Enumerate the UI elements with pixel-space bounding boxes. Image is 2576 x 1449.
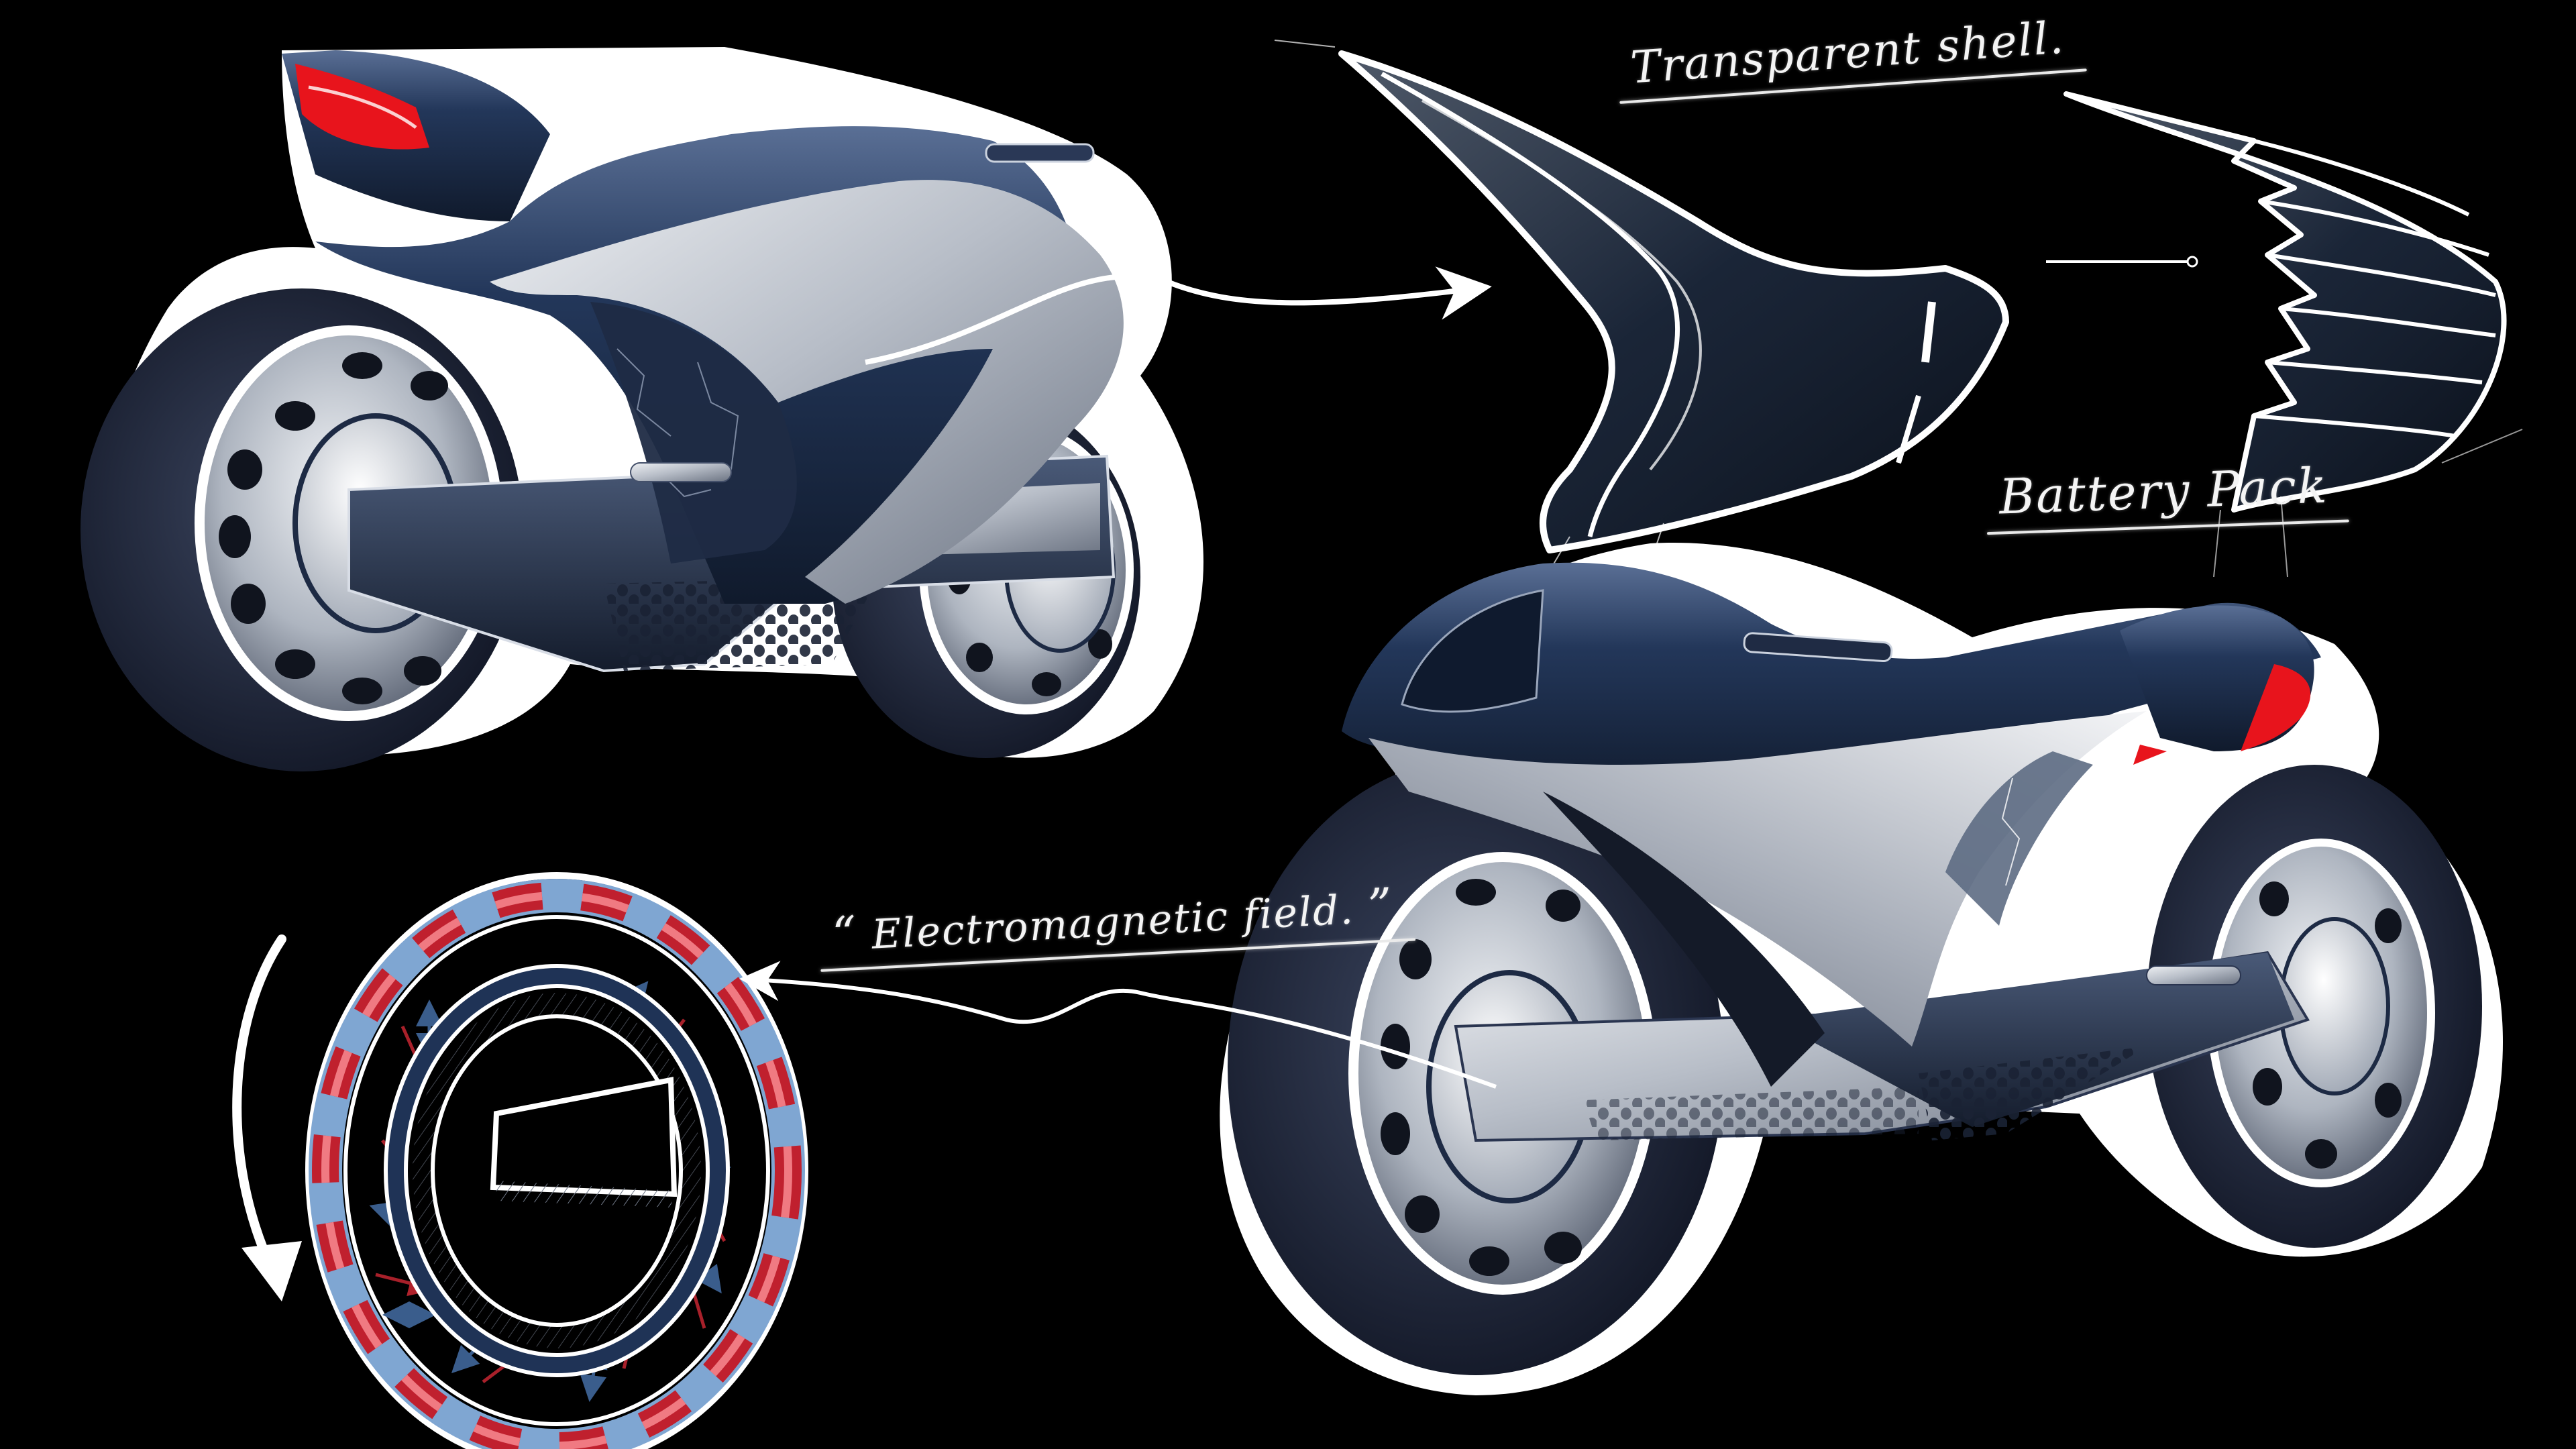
- bike-rear-three-quarter: [80, 47, 1204, 771]
- motor-callout-arrow: [739, 961, 1497, 1089]
- open-quote: “: [830, 905, 859, 962]
- battery-pack-sketch: [2063, 91, 2523, 578]
- annotation-text: Battery Pack: [1998, 457, 2329, 525]
- silver-fairing: [1368, 711, 2147, 1046]
- exposed-battery: [590, 302, 797, 564]
- handlebar: [1743, 632, 1893, 663]
- annotation-battery-pack: Battery Pack: [1986, 457, 2350, 535]
- handlebar: [985, 143, 1095, 163]
- rotation-arrow: [232, 934, 286, 1266]
- hub-motor-diagram: [232, 872, 808, 1449]
- tail-light: [2241, 664, 2311, 751]
- silver-fairing: [490, 180, 1124, 604]
- close-quote: ”: [1366, 877, 1395, 934]
- fuel-tank-body: [1342, 562, 2321, 805]
- shell-callout-arrow: [865, 266, 1492, 365]
- bike-front-three-quarter: [1220, 543, 2504, 1395]
- axle-block: [490, 1077, 678, 1197]
- tail-light: [295, 64, 429, 150]
